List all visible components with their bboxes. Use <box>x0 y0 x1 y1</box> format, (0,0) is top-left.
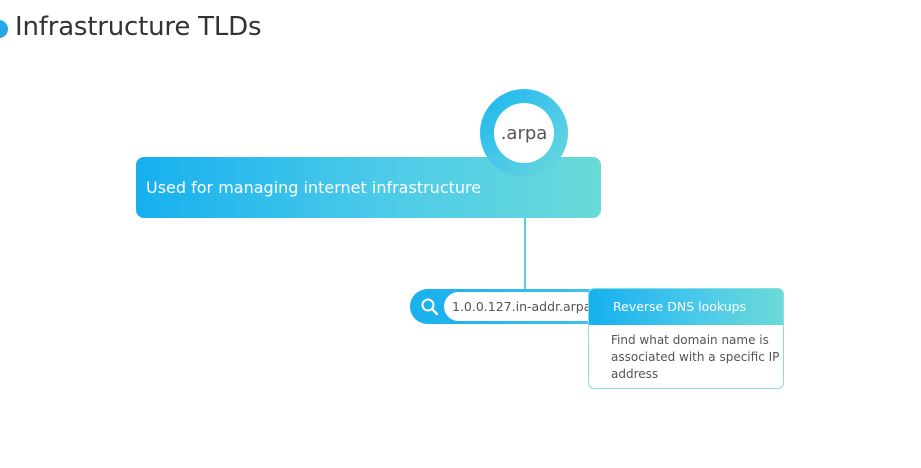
search-icon <box>418 295 442 319</box>
use-case-description: Find what domain name is associated with… <box>611 333 780 381</box>
example-query: 1.0.0.127.in-addr.arpa <box>444 292 603 321</box>
use-case-title: Reverse DNS lookups <box>613 299 747 314</box>
use-case-header: Reverse DNS lookups <box>589 289 783 325</box>
connector-line <box>524 218 526 290</box>
tld-name: .arpa <box>494 103 554 163</box>
tld-description: Used for managing internet infrastructur… <box>146 178 482 197</box>
page-title: Infrastructure TLDs <box>15 12 262 42</box>
use-case-card: Reverse DNS lookups Find what domain nam… <box>588 288 784 389</box>
title-bullet-icon <box>0 20 8 38</box>
